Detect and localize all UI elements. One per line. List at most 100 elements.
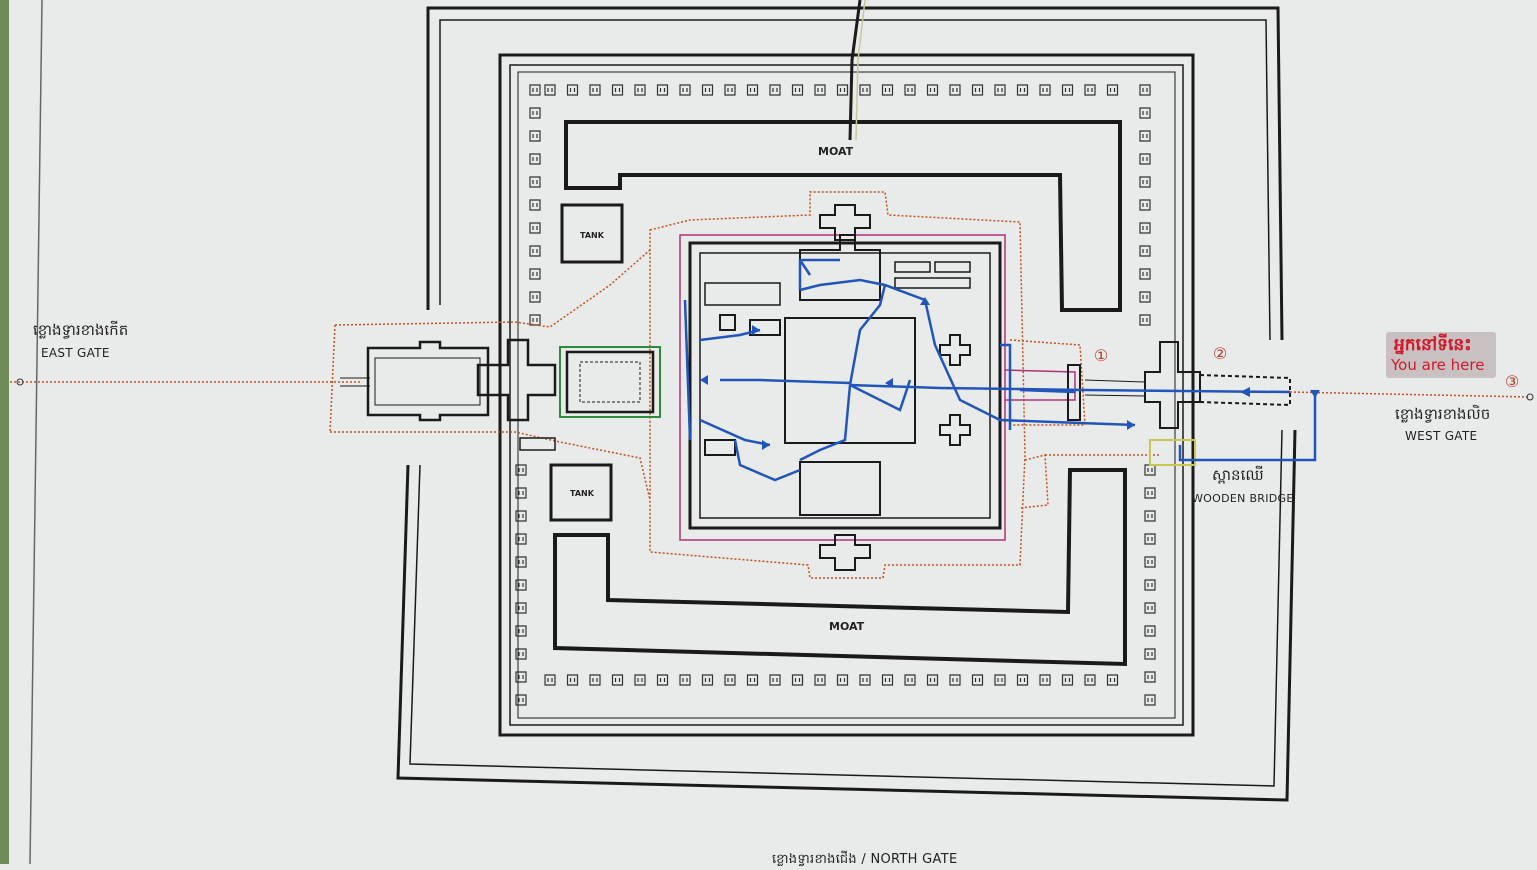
pillar-glyph	[1144, 487, 1156, 499]
pillar-glyph	[1084, 84, 1096, 96]
east-endpoint	[16, 378, 24, 386]
pillar-glyph	[634, 84, 646, 96]
pillar-glyph	[529, 107, 541, 119]
west-gate-khmer-label: ខ្លោងទ្វារខាងលិច	[1395, 405, 1491, 423]
pillar-glyph	[814, 84, 826, 96]
pillar-glyph	[529, 153, 541, 165]
pillar-glyph	[611, 674, 624, 686]
pillar-glyph	[1061, 674, 1074, 686]
pillar-glyph	[949, 674, 961, 686]
pillar-glyph	[881, 674, 894, 686]
visitor-route	[683, 258, 1317, 482]
wooden-bridge-khmer-label: ស្ពានឈើ	[1212, 466, 1264, 484]
pillar-glyph	[515, 579, 527, 591]
pillar-glyph	[566, 674, 579, 686]
pillar-glyph	[746, 674, 759, 686]
pillar-glyph	[589, 84, 601, 96]
pillar-glyph	[1139, 153, 1151, 165]
pillar-glyph	[836, 84, 849, 96]
pillar-glyph	[1139, 245, 1151, 257]
pillar-glyph	[1016, 674, 1029, 686]
pillar-glyph	[515, 533, 527, 545]
pillar-glyph	[529, 222, 541, 234]
pillar-glyph	[515, 694, 527, 706]
pillar-glyph	[881, 84, 894, 96]
pillar-glyph	[1139, 84, 1151, 96]
pillar-glyph	[566, 84, 579, 96]
pillar-glyph	[994, 84, 1006, 96]
pillar-glyph	[1139, 199, 1151, 211]
pillar-glyph	[529, 314, 541, 326]
moat-north-label: MOAT	[818, 145, 854, 158]
pillar-glyph	[746, 84, 759, 96]
pillar-glyph	[1139, 314, 1151, 326]
pillar-glyph	[544, 674, 556, 686]
pillar-glyph	[701, 674, 714, 686]
pillar-glyph	[724, 674, 736, 686]
pillar-glyph	[1144, 579, 1156, 591]
pillar-glyph	[971, 84, 984, 96]
dotted-terrace	[329, 191, 1160, 579]
pillar-glyph	[1144, 648, 1156, 660]
pillar-glyph	[611, 84, 624, 96]
pillar-glyph	[1084, 674, 1096, 686]
central-temple	[688, 234, 1002, 530]
pillar-glyph	[1139, 107, 1151, 119]
pillar-glyph	[515, 464, 527, 476]
east-gate-label: EAST GATE	[41, 346, 110, 360]
pillar-glyph	[1139, 130, 1151, 142]
pillar-glyph	[1144, 602, 1156, 614]
green-terrace	[559, 346, 661, 418]
pillar-glyph	[791, 84, 804, 96]
pillar-glyph	[926, 674, 939, 686]
pillar-glyph	[1061, 84, 1074, 96]
pillar-glyph	[1144, 556, 1156, 568]
pillar-glyph	[656, 84, 669, 96]
you-are-here-text: You are here	[1391, 356, 1485, 374]
pillar-glyph	[769, 674, 781, 686]
pillar-glyph	[529, 245, 541, 257]
pillar-glyph	[589, 674, 601, 686]
east-gate-building	[340, 338, 557, 422]
route-arrows	[700, 297, 1320, 450]
pillar-glyph	[859, 674, 871, 686]
pillar-glyph	[904, 84, 916, 96]
pillar-glyph	[1106, 674, 1119, 686]
board-edge-line	[29, 0, 43, 864]
pillar-glyph	[656, 674, 669, 686]
pillar-glyph	[904, 674, 916, 686]
marker-3: ③	[1504, 372, 1520, 391]
pillar-glyph	[836, 674, 849, 686]
pillar-glyph	[1016, 84, 1029, 96]
pillar-glyph	[1039, 674, 1051, 686]
pillar-glyph	[949, 84, 961, 96]
pillar-glyph	[515, 671, 527, 683]
pillar-glyph	[515, 625, 527, 637]
wooden-bridge-label: WOODEN BRIDGE	[1192, 492, 1294, 505]
moat-walls	[553, 120, 1127, 667]
pillar-glyph	[1039, 84, 1051, 96]
pillar-glyph	[515, 510, 527, 522]
pillar-glyph	[1144, 625, 1156, 637]
pillar-glyph	[1139, 176, 1151, 188]
photo-edge	[0, 0, 9, 864]
pillar-glyph	[769, 84, 781, 96]
bridge-highlight	[1149, 439, 1196, 466]
pillar-glyph	[926, 84, 939, 96]
pillar-glyph	[1144, 671, 1156, 683]
pillar-glyph	[1144, 533, 1156, 545]
tanks	[549, 203, 624, 522]
terrace-building	[565, 350, 655, 414]
pillar-glyph	[1139, 222, 1151, 234]
west-axis-path	[1289, 391, 1531, 398]
outer-enclosure	[396, 6, 1297, 802]
pillar-glyph	[1144, 464, 1156, 476]
east-gate-khmer-label: ខ្លោងទ្វារខាងកើត	[33, 321, 129, 339]
pillar-glyph	[971, 674, 984, 686]
you-are-here-khmer: អ្នកនៅទីនេះ	[1394, 335, 1472, 355]
pillar-glyph	[529, 130, 541, 142]
moat-south-label: MOAT	[829, 620, 865, 633]
pillar-glyph	[791, 674, 804, 686]
pillar-glyph	[679, 674, 691, 686]
